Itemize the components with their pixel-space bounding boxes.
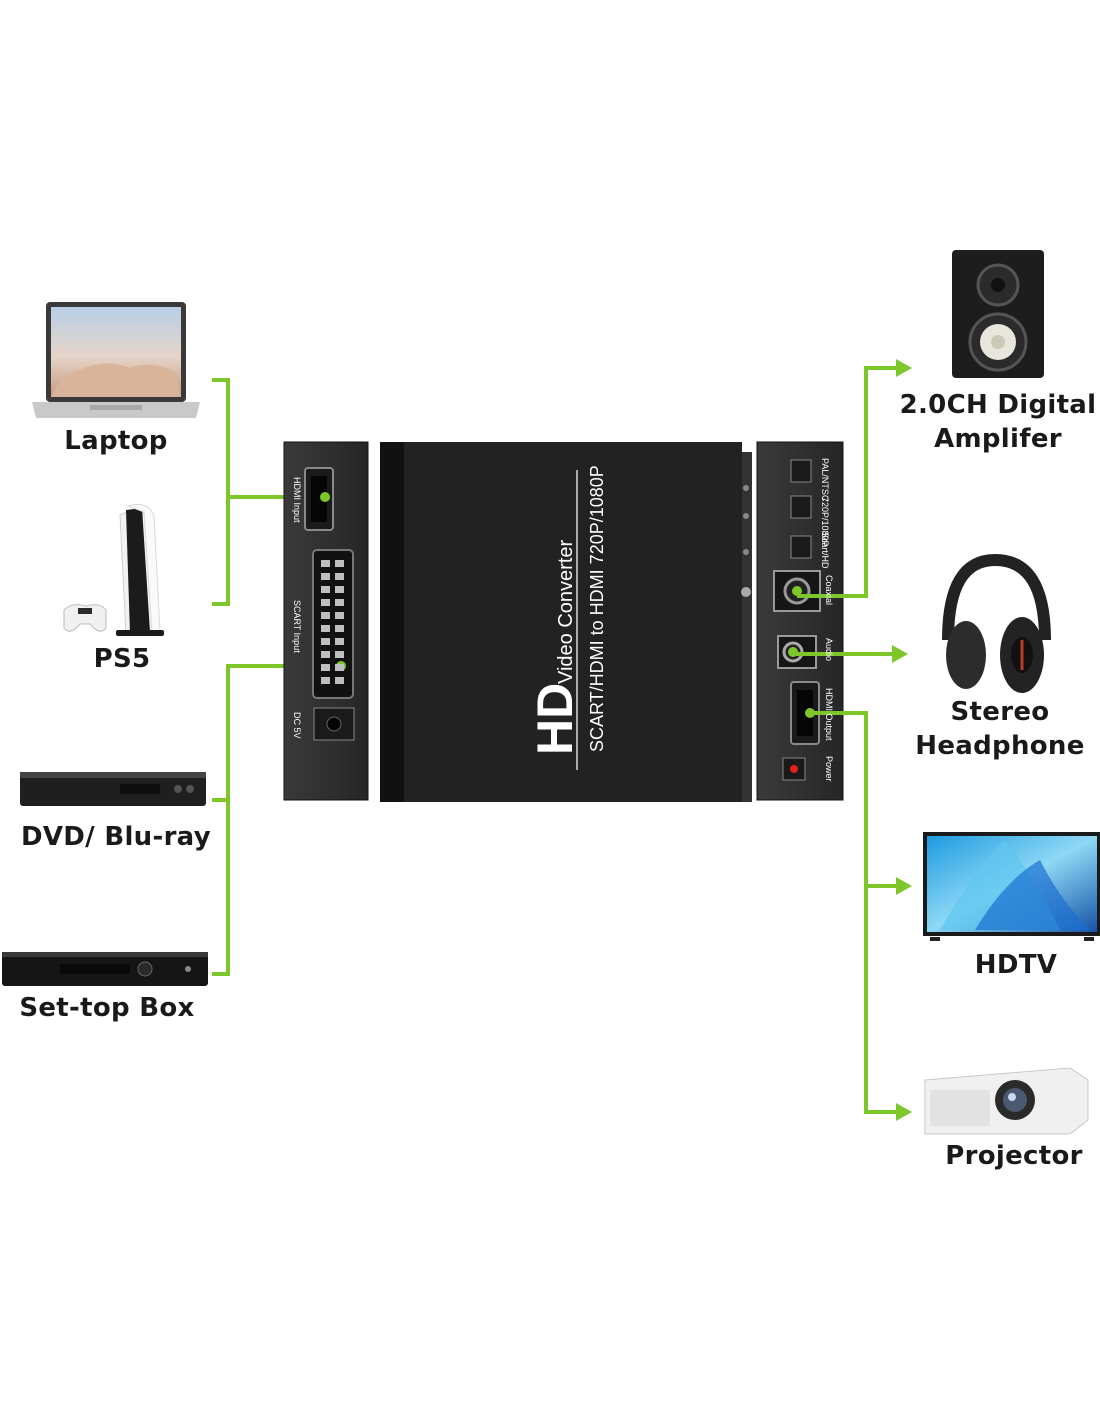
power-label: Power [824, 756, 834, 782]
converter-branding: HD Video Converter SCART/HDMI to HDMI 72… [527, 465, 607, 755]
scart-pin [321, 651, 330, 658]
scart-pin [335, 560, 344, 567]
hdtv-label: HDTV [974, 950, 1058, 980]
projector-arrow [896, 1103, 912, 1121]
ps5-icon [63, 503, 164, 636]
scart-pin [335, 625, 344, 632]
scart-pin [335, 573, 344, 580]
scart-pin [321, 560, 330, 567]
scart-pin [335, 599, 344, 606]
input-connector-lines [212, 378, 292, 976]
scart-pin [335, 612, 344, 619]
hdmi-input-label: HDMI Input [292, 477, 302, 523]
projector-icon [924, 1067, 1089, 1135]
scart-pin [335, 664, 344, 671]
headphone-label-line2: Headphone [915, 731, 1085, 761]
input-panel-labels: HDMI Input SCART Input DC 5V [292, 477, 302, 739]
projector-label: Projector [945, 1141, 1083, 1171]
mode-label: Scart/HD [820, 532, 830, 569]
resolution-label: 720P/1080P [820, 497, 830, 547]
scart-pin [321, 625, 330, 632]
laptop-icon [32, 302, 200, 418]
headphones-icon [942, 553, 1051, 693]
converter-subtitle: SCART/HDMI to HDMI 720P/1080P [587, 465, 607, 752]
set-top-box-icon [2, 952, 208, 986]
headphone-label-line1: Stereo [950, 697, 1050, 727]
scart-pin [335, 638, 344, 645]
laptop-label: Laptop [64, 426, 168, 456]
pal-ntsc-label: PAL/NTSC [820, 458, 830, 502]
settop-label: Set-top Box [19, 993, 195, 1023]
hdmi-output-label: HDMI Output [824, 688, 834, 741]
amplifier-label-line1: 2.0CH Digital [899, 390, 1097, 420]
converter-box [380, 442, 752, 802]
dc-label: DC 5V [292, 712, 302, 739]
input-panel [283, 441, 369, 801]
hdtv-icon [923, 832, 1100, 941]
speaker-icon [952, 250, 1044, 378]
converter-title: Video Converter [555, 540, 577, 685]
output-connector-lines [793, 366, 896, 1114]
scart-pin [335, 651, 344, 658]
audio-label: Audio [824, 638, 834, 661]
scart-pin [321, 573, 330, 580]
headphone-arrow [892, 645, 908, 663]
output-panel-labels: PAL/NTSC 720P/1080P Scart/HD Coaxial Aud… [820, 458, 834, 782]
scart-pin [335, 677, 344, 684]
hdtv-arrow [896, 877, 912, 895]
scart-pin [321, 599, 330, 606]
amplifier-label-line2: Amplifer [934, 424, 1062, 454]
dvd-label: DVD/ Blu-ray [21, 822, 211, 852]
scart-pins [321, 560, 344, 684]
scart-pin [321, 677, 330, 684]
ps5-label: PS5 [93, 644, 151, 674]
scart-pin [321, 638, 330, 645]
scart-pin [321, 664, 330, 671]
dvd-player-icon [20, 772, 206, 806]
coaxial-label: Coaxial [824, 575, 834, 605]
scart-pin [321, 586, 330, 593]
scart-pin [335, 586, 344, 593]
converter-logo: HD [527, 683, 583, 755]
scart-input-label: SCART Input [292, 600, 302, 653]
scart-pin [321, 612, 330, 619]
amplifier-arrow [896, 359, 912, 377]
